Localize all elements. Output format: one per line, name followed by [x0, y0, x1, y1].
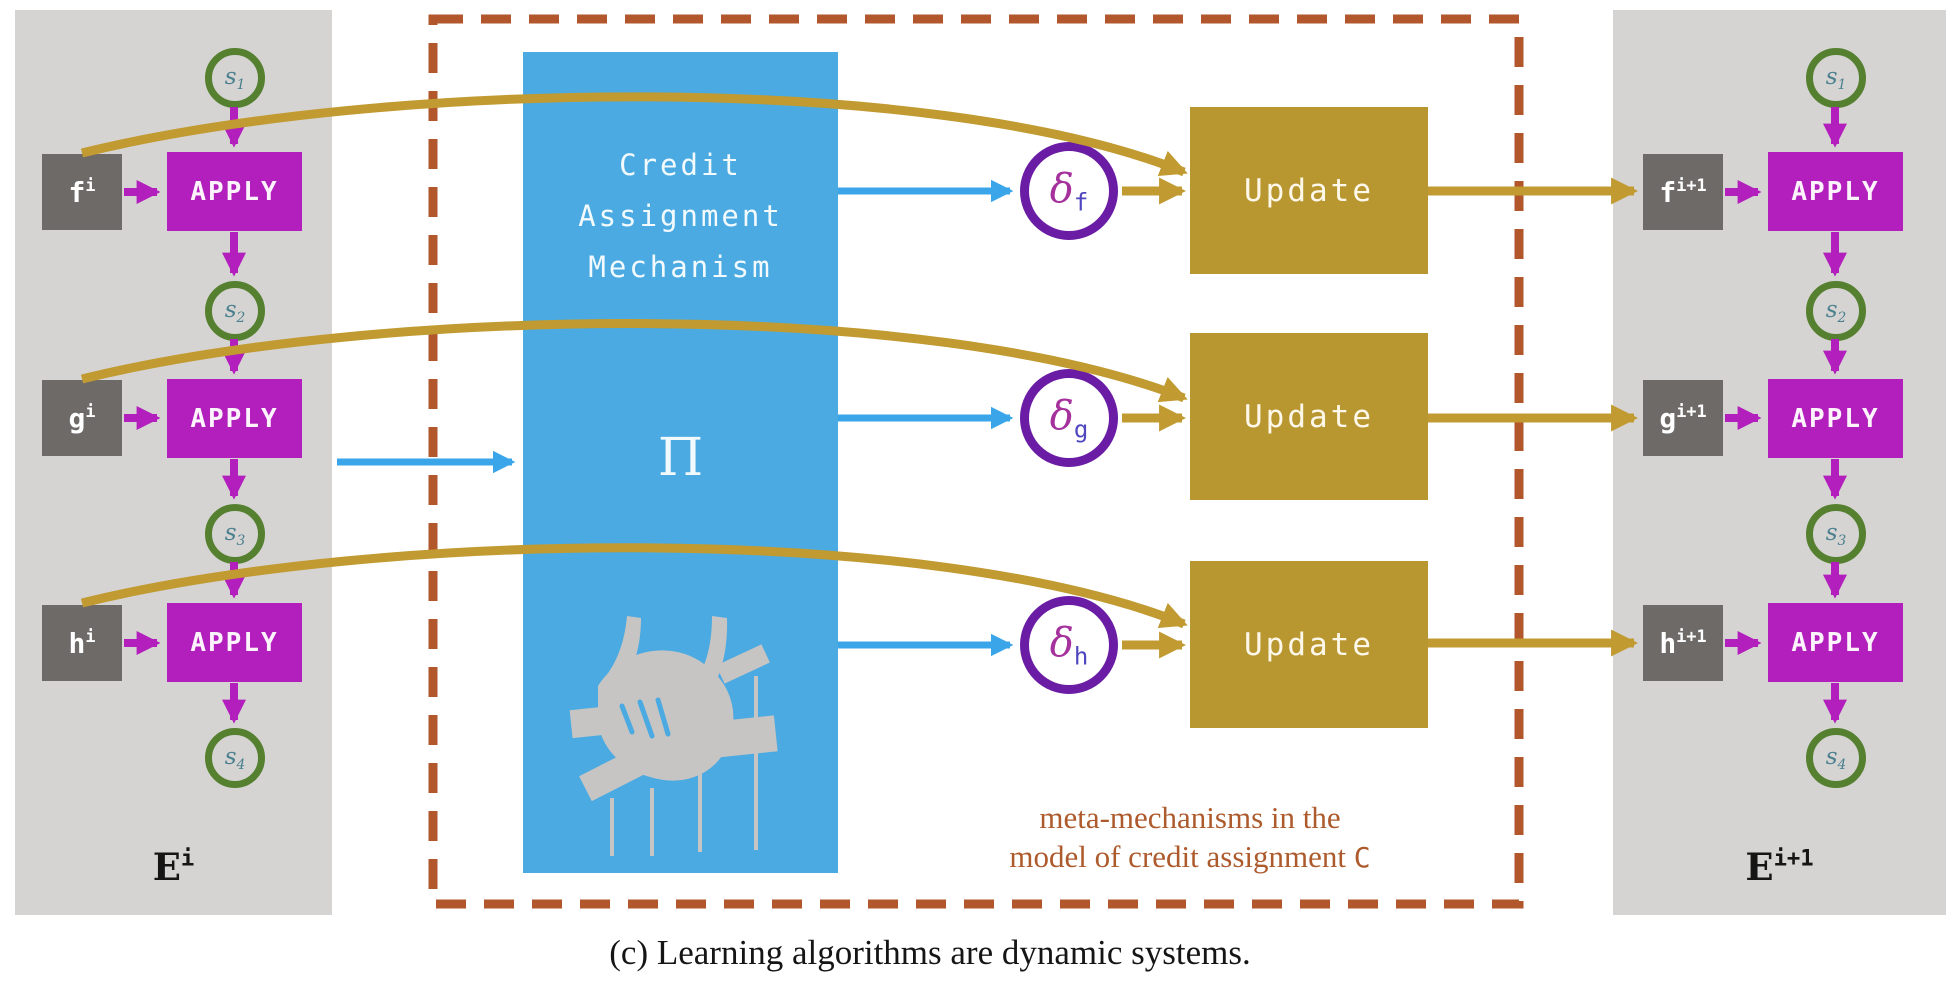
delta-label: δg — [1049, 392, 1089, 444]
update-box-f: Update — [1190, 107, 1428, 274]
state-label: s3 — [224, 519, 246, 549]
right-state-s4: s4 — [1806, 728, 1866, 788]
apply-label: APPLY — [1791, 403, 1880, 434]
apply-label: APPLY — [190, 403, 279, 434]
left-function-h: hi — [42, 605, 122, 681]
left-apply-1: APPLY — [167, 152, 302, 231]
left-apply-3: APPLY — [167, 603, 302, 682]
function-label: hi+1 — [1659, 626, 1707, 660]
meta-mechanisms-annotation: meta-mechanisms in the model of credit a… — [950, 798, 1430, 877]
state-label: s2 — [224, 296, 246, 326]
mechanism-title-line3: Mechanism — [588, 250, 773, 284]
left-function-f: fi — [42, 154, 122, 230]
right-function-h: hi+1 — [1643, 605, 1723, 681]
annotation-line2: model of credit assignment C — [1009, 839, 1371, 874]
state-label: s1 — [1825, 63, 1847, 93]
mechanism-title: Credit Assignment Mechanism — [523, 140, 838, 293]
mechanism-title-line2: Assignment — [578, 199, 783, 233]
right-apply-3: APPLY — [1768, 603, 1903, 682]
right-environment-panel — [1613, 10, 1946, 915]
mechanism-title-line1: Credit — [619, 148, 742, 182]
apply-label: APPLY — [190, 627, 279, 658]
state-label: s4 — [1825, 743, 1847, 773]
right-state-s1: s1 — [1806, 48, 1866, 108]
delta-g-circle: δg — [1020, 369, 1118, 467]
apply-label: APPLY — [1791, 176, 1880, 207]
left-state-s1: s1 — [205, 48, 265, 108]
right-state-s2: s2 — [1806, 281, 1866, 341]
left-apply-2: APPLY — [167, 379, 302, 458]
left-state-s2: s2 — [205, 281, 265, 341]
update-box-h: Update — [1190, 561, 1428, 728]
update-box-g: Update — [1190, 333, 1428, 500]
apply-label: APPLY — [190, 176, 279, 207]
function-label: gi — [68, 401, 96, 435]
apply-label: APPLY — [1791, 627, 1880, 658]
right-environment-label: Ei+1 — [1745, 845, 1814, 889]
delta-label: δf — [1049, 165, 1089, 217]
delta-label: δh — [1049, 619, 1089, 671]
update-label: Update — [1244, 398, 1374, 435]
state-label: s4 — [224, 743, 246, 773]
state-label: s3 — [1825, 519, 1847, 549]
left-state-s3: s3 — [205, 504, 265, 564]
delta-f-circle: δf — [1020, 142, 1118, 240]
pi-symbol: Π — [657, 428, 704, 488]
update-label: Update — [1244, 172, 1374, 209]
delta-h-circle: δh — [1020, 596, 1118, 694]
function-label: gi+1 — [1659, 401, 1707, 435]
update-label: Update — [1244, 626, 1374, 663]
left-environment-label: Ei — [152, 845, 195, 889]
state-label: s2 — [1825, 296, 1847, 326]
left-state-s4: s4 — [205, 728, 265, 788]
right-function-f: fi+1 — [1643, 154, 1723, 230]
left-function-g: gi — [42, 380, 122, 456]
function-label: fi+1 — [1659, 175, 1707, 209]
right-apply-1: APPLY — [1768, 152, 1903, 231]
annotation-line1: meta-mechanisms in the — [1039, 800, 1341, 835]
state-label: s1 — [224, 63, 246, 93]
figure-caption: (c) Learning algorithms are dynamic syst… — [609, 933, 1251, 972]
left-environment-panel — [15, 10, 332, 915]
function-label: fi — [68, 175, 96, 209]
right-function-g: gi+1 — [1643, 380, 1723, 456]
right-state-s3: s3 — [1806, 504, 1866, 564]
right-apply-2: APPLY — [1768, 379, 1903, 458]
function-label: hi — [68, 626, 96, 660]
